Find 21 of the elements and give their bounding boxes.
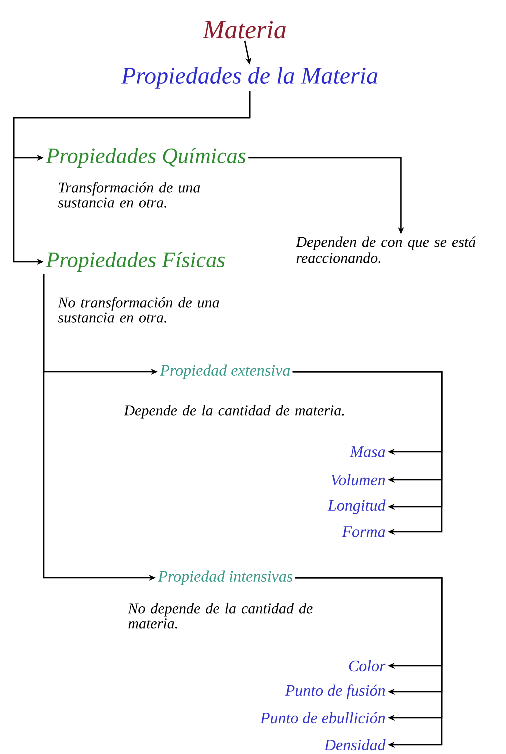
note-text: Dependen de con que se está reaccionando. [296, 236, 476, 264]
category-text: Propiedades Físicas [46, 252, 225, 272]
property-text: Color [349, 660, 386, 672]
property-text: Volumen [332, 474, 386, 486]
description-text: Transformación de una sustancia en otra. [58, 182, 200, 208]
description-text: No depende de la cantidad de materia. [128, 603, 313, 629]
property-text: Longitud [328, 500, 386, 514]
description-text: No transformación de una sustancia en otra. [58, 297, 220, 323]
arrow [295, 577, 443, 748]
arrow [292, 371, 443, 536]
property-text: Punto de fusión [285, 684, 386, 700]
property-text: Punto de ebullición [260, 712, 386, 724]
property-text: Forma [342, 526, 386, 538]
property-text: Masa [350, 446, 386, 458]
subcategory-text: Propiedad intensivas [158, 570, 293, 586]
subcategory-text: Propiedad extensiva [160, 364, 290, 380]
category-text: Propiedades Químicas [46, 148, 246, 168]
description-text: Depende de la cantidad de materia. [124, 405, 344, 419]
property-text: Densidad [324, 739, 386, 751]
title-text: Materia [202, 21, 286, 39]
heading-text: Propiedades de la Materia [121, 67, 378, 89]
